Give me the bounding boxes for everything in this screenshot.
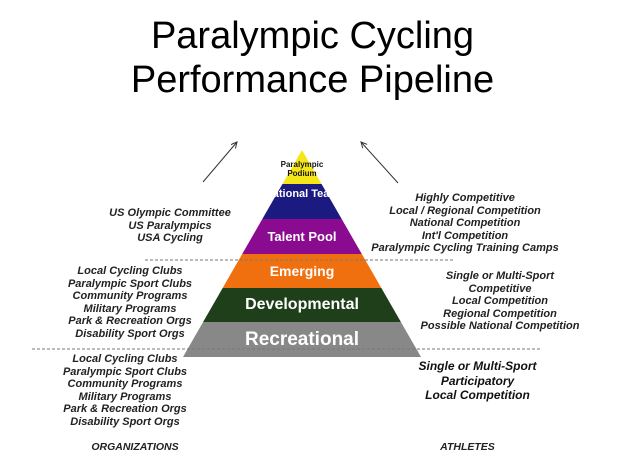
list-line: Local / Regional Competition (389, 204, 541, 217)
list-line: Local Cycling Clubs (77, 265, 183, 277)
list-line: Paralympic Cycling Training Camps (371, 242, 559, 254)
list-line: Military Programs (83, 302, 177, 315)
list-line: Park & Recreation Orgs (68, 315, 192, 327)
pyramid-band-2 (242, 219, 362, 254)
list-line: US Olympic Committee (109, 207, 231, 219)
title-line-2: Performance Pipeline (130, 59, 495, 101)
list-line: Local Competition (452, 295, 548, 307)
title-line-1: Paralympic Cycling (150, 15, 475, 57)
pyramid-label: Talent Pool (267, 229, 337, 244)
organizations-heading: ORGANIZATIONS (91, 441, 179, 453)
pyramid-band-4 (203, 288, 401, 322)
list-line: Single or Multi-Sport (445, 270, 555, 282)
list-line: Highly Competitive (415, 192, 515, 204)
pyramid-label: Developmental (245, 296, 359, 313)
list-line: Regional Competition (443, 307, 557, 320)
list-line: Single or Multi-Sport (418, 359, 537, 373)
list-line: Possible National Competition (420, 320, 580, 332)
list-line: Park & Recreation Orgs (63, 403, 187, 415)
pyramid-band-3 (222, 254, 382, 288)
list-line: USA Cycling (137, 232, 203, 244)
list-line: Disability Sport Orgs (70, 415, 180, 428)
arrow-right (361, 142, 399, 184)
list-line: Military Programs (78, 390, 172, 403)
list-line: US Paralympics (128, 219, 212, 232)
list-line: Disability Sport Orgs (75, 327, 185, 340)
list-line: Paralympic Sport Clubs (67, 277, 193, 290)
list-line: National Competition (409, 217, 521, 229)
pyramid-label: Paralympic Podium (280, 160, 324, 178)
arrow-left (202, 142, 237, 183)
athletes-heading: ATHLETES (440, 441, 495, 453)
pyramid-label: Recreational (244, 329, 360, 350)
list-line: Competitive (468, 282, 532, 295)
pyramid-label: National Team (264, 188, 340, 200)
list-line: Int'l Competition (421, 229, 509, 242)
list-line: Community Programs (67, 378, 183, 390)
list-line: Local Cycling Clubs (72, 353, 178, 365)
list-line: Participatory (440, 373, 515, 388)
list-line: Community Programs (72, 290, 188, 302)
pyramid-band-5 (182, 322, 422, 357)
pyramid-band-1 (262, 184, 342, 219)
pyramid-band-0 (282, 150, 322, 184)
pyramid-label: Emerging (269, 263, 335, 279)
list-line: Paralympic Sport Clubs (62, 365, 188, 378)
list-line: Local Competition (425, 388, 530, 402)
